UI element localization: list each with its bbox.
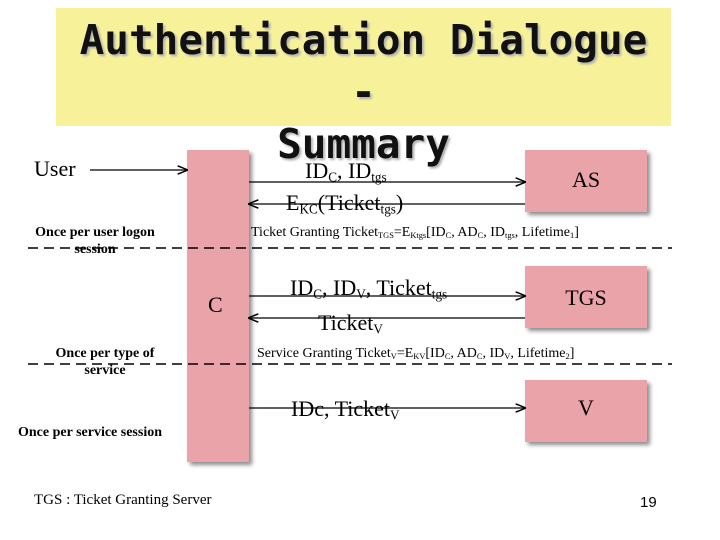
title-line-2: Summary bbox=[277, 120, 450, 168]
footnote: TGS : Ticket Granting Server bbox=[34, 492, 212, 508]
phase-type-line-2: service bbox=[84, 363, 126, 378]
phase-type-label: Once per type of service bbox=[30, 345, 180, 379]
client-label: C bbox=[208, 292, 223, 317]
client-column bbox=[187, 150, 249, 462]
message-ekc-ticket-tgs: EKC(Tickettgs) bbox=[286, 190, 404, 217]
tgs-box bbox=[525, 266, 647, 328]
tgs-label: TGS bbox=[565, 285, 607, 310]
v-box bbox=[525, 380, 647, 442]
phase-logon-line-2: session bbox=[74, 242, 116, 257]
message-ticket-v: TicketV bbox=[318, 310, 383, 337]
title-banner bbox=[56, 8, 671, 126]
as-label: AS bbox=[571, 167, 601, 192]
as-box bbox=[525, 150, 647, 212]
page-number: 19 bbox=[640, 494, 657, 511]
phase-logon-line-1: Once per user logon bbox=[35, 225, 155, 240]
message-idc-idtgs: IDC, IDtgs bbox=[305, 158, 387, 185]
message-idc-idv-ticket-tgs: IDC, IDV, Tickettgs bbox=[290, 275, 448, 302]
phase-type-line-1: Once per type of bbox=[55, 346, 155, 361]
tgt-formula: Ticket Granting TicketTGS=EKtgs[IDC, ADC… bbox=[251, 225, 579, 241]
message-idc-ticket-v: IDc, TicketV bbox=[291, 396, 400, 423]
phase-logon-label: Once per user logon session bbox=[20, 224, 170, 258]
user-label: User bbox=[34, 156, 76, 181]
title-line-1: Authentication Dialogue - bbox=[79, 16, 648, 116]
sgt-formula: Service Granting TicketV=EKV[IDC, ADC, I… bbox=[257, 346, 575, 362]
slide-title: Authentication Dialogue - Summary bbox=[56, 14, 671, 170]
phase-service-label: Once per service session bbox=[18, 425, 162, 440]
v-label: V bbox=[578, 395, 594, 420]
